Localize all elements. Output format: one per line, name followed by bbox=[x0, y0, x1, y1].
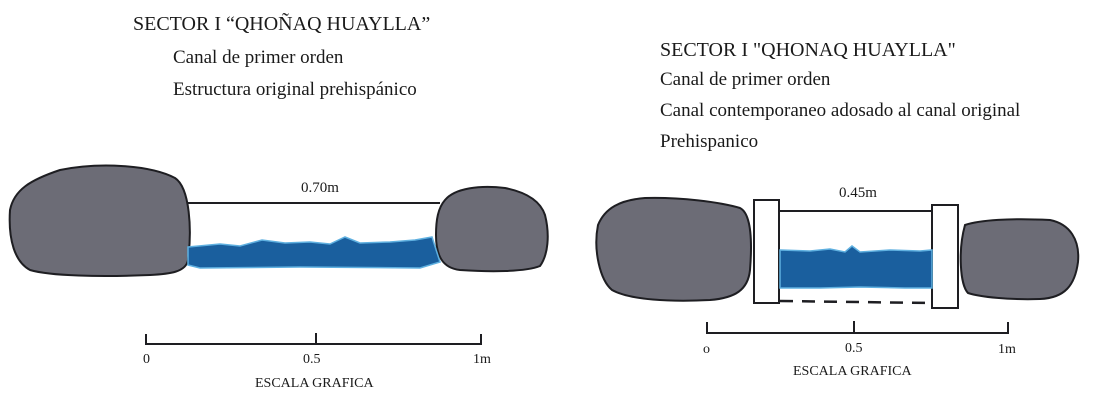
right-width-label: 0.45m bbox=[839, 185, 877, 201]
right-scale-tick-0: o bbox=[703, 342, 710, 357]
right-title: SECTOR I "QHONAQ HUAYLLA" bbox=[660, 39, 956, 61]
left-title: SECTOR I “QHOÑAQ HUAYLLA” bbox=[133, 13, 431, 35]
left-rock-right bbox=[434, 185, 549, 273]
right-panel: SECTOR I "QHONAQ HUAYLLA" Canal de prime… bbox=[560, 0, 1100, 396]
left-water bbox=[187, 236, 441, 269]
right-line-3: Prehispanico bbox=[660, 131, 759, 152]
left-scale-tick-half: 0.5 bbox=[303, 352, 321, 367]
right-line-2: Canal contemporaneo adosado al canal ori… bbox=[660, 100, 1021, 121]
left-line-1: Canal de primer orden bbox=[173, 47, 344, 68]
left-panel: SECTOR I “QHOÑAQ HUAYLLA” Canal de prime… bbox=[8, 13, 549, 391]
right-scale-caption: ESCALA GRAFICA bbox=[793, 364, 913, 379]
right-scale-tick-1m: 1m bbox=[998, 342, 1016, 357]
left-scale-tick-0: 0 bbox=[143, 352, 150, 367]
left-scale-caption: ESCALA GRAFICA bbox=[255, 376, 375, 391]
left-scale-tick-1m: 1m bbox=[473, 352, 491, 367]
left-rock-left bbox=[8, 164, 191, 277]
right-wall-right bbox=[931, 204, 959, 309]
left-canal-diagram: 0.70m 0 0.5 1m ESCALA GRAFICA bbox=[8, 164, 549, 391]
left-width-label: 0.70m bbox=[301, 180, 339, 196]
right-scale-tick-half: 0.5 bbox=[845, 341, 863, 356]
right-rock-left bbox=[595, 196, 752, 302]
right-original-base-dashed bbox=[779, 299, 933, 305]
right-rock-right bbox=[959, 218, 1080, 301]
right-canal-diagram: 0.45m o 0.5 1m ESCALA GRAFICA bbox=[595, 185, 1080, 379]
right-scale-bar bbox=[706, 321, 1009, 334]
left-line-2: Estructura original prehispánico bbox=[173, 79, 417, 100]
right-line-1: Canal de primer orden bbox=[660, 69, 831, 90]
right-wall-left bbox=[753, 199, 780, 304]
right-water bbox=[779, 245, 933, 289]
left-scale-bar bbox=[145, 333, 482, 345]
